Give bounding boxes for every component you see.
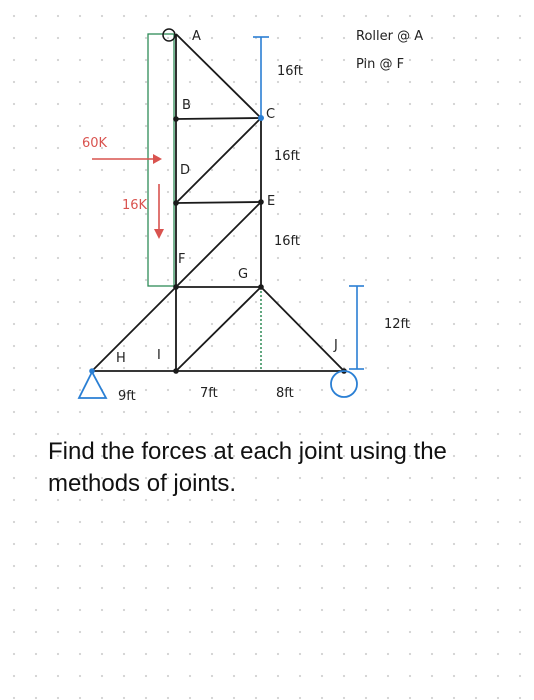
- pin-support-h-icon: [77, 370, 108, 399]
- joint-label-g: G: [238, 267, 248, 282]
- joint-dot-d: [173, 200, 179, 206]
- joint-label-f: F: [178, 252, 185, 267]
- joint-label-h: H: [116, 351, 126, 366]
- dimension-line-right: [349, 285, 364, 370]
- dimension-label-bottom-1: 9ft: [118, 389, 136, 404]
- dimension-label-bottom-2: 7ft: [200, 386, 218, 401]
- joint-dot-i: [173, 368, 179, 374]
- joint-dot-b: [173, 116, 179, 122]
- member-fe: [175, 201, 262, 288]
- load-region-box: [147, 33, 175, 287]
- joint-label-e: E: [267, 194, 275, 209]
- member-de: [175, 201, 262, 204]
- joint-label-d: D: [180, 163, 190, 178]
- member-dc: [175, 117, 262, 204]
- load-label-vertical: 16K: [122, 198, 148, 213]
- joint-label-b: B: [182, 98, 191, 113]
- dimension-label-1: 16ft: [277, 64, 303, 79]
- joint-dot-f: [173, 284, 179, 290]
- member-ig: [175, 286, 262, 372]
- member-gj: [260, 286, 345, 372]
- roller-support-a-icon: [162, 28, 176, 42]
- truss-members: [91, 33, 345, 372]
- dimension-label-right: 12ft: [384, 317, 410, 332]
- roller-support-j-icon: [330, 370, 358, 398]
- joint-label-i: I: [157, 348, 161, 363]
- joint-label-a: A: [192, 29, 201, 44]
- member-fh: [91, 286, 177, 372]
- dimension-label-2: 16ft: [274, 149, 300, 164]
- note-roller: Roller @ A: [356, 29, 423, 44]
- joint-dots: [89, 116, 347, 374]
- note-pin: Pin @ F: [356, 57, 404, 72]
- dimension-line-top: [253, 36, 269, 118]
- load-label-horizontal: 60K: [82, 136, 108, 151]
- member-bc: [175, 117, 262, 120]
- load-horizontal-arrow: [92, 154, 162, 164]
- joint-dot-g: [258, 284, 264, 290]
- dimension-label-bottom-3: 8ft: [276, 386, 294, 401]
- joint-dot-e: [258, 199, 264, 205]
- joint-label-c: C: [266, 107, 275, 122]
- dimension-label-3: 16ft: [274, 234, 300, 249]
- member-ac: [175, 33, 262, 119]
- question-text: Find the forces at each joint using the …: [48, 438, 447, 497]
- load-vertical-arrow: [154, 184, 164, 239]
- joint-label-j: J: [333, 338, 338, 353]
